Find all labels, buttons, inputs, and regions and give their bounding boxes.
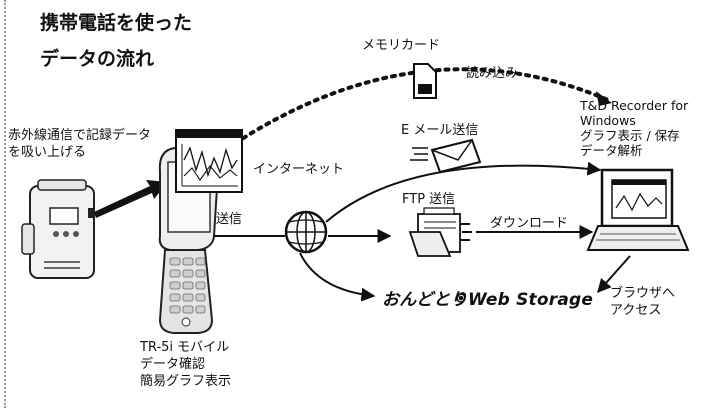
internet-label: インターネット [253,162,345,177]
download-label: ダウンロード [490,216,569,231]
internet-globe [284,210,328,254]
read-in-label: 読み込み [466,66,519,81]
memory-card-label: メモリカード [362,38,441,53]
phone-label-line-1: TR-5i モバイル [140,340,230,355]
email-send-label: E メール送信 [401,123,479,138]
email-envelope-icon [410,138,482,174]
browser-label-line-2: アクセス [610,303,662,318]
dotted-border [4,0,6,408]
pc-label-line-3: グラフ表示 / 保存 [580,128,680,143]
phone-label-line-2: データ確認 [140,357,206,372]
phone-graph-popup [175,129,243,193]
ir-label-line-1: 赤外線通信で記録データ [8,128,152,143]
memory-card-arrowhead [596,91,612,106]
ftp-send-label: FTP 送信 [402,192,456,207]
web-storage-logo: Web Storage [468,290,594,310]
laptop-pc [586,168,690,251]
send-label: 送信 [216,212,243,227]
data-logger-device [21,179,95,279]
pc-label-line-2: Windows [580,113,636,128]
browser-label-line-1: ブラウザへ [610,286,676,301]
ir-beam-arrow [94,180,168,218]
ondotori-logo: おんどとり [382,290,468,310]
title-line-1: 携帯電話を使った [40,12,193,34]
mobile-phone [158,147,220,334]
title-line-2: データの流れ [40,48,155,70]
phone-label-line-3: 簡易グラフ表示 [140,374,232,389]
pc-label-line-4: データ解析 [580,143,643,158]
web-storage-mark [456,293,466,303]
ftp-folder-icon [408,207,472,257]
email-route [325,161,602,223]
browser-access-arrow [597,255,631,294]
ir-label-line-2: を吸い上げる [8,145,87,160]
internet-to-storage-route [299,252,376,302]
memory-card [413,63,437,99]
